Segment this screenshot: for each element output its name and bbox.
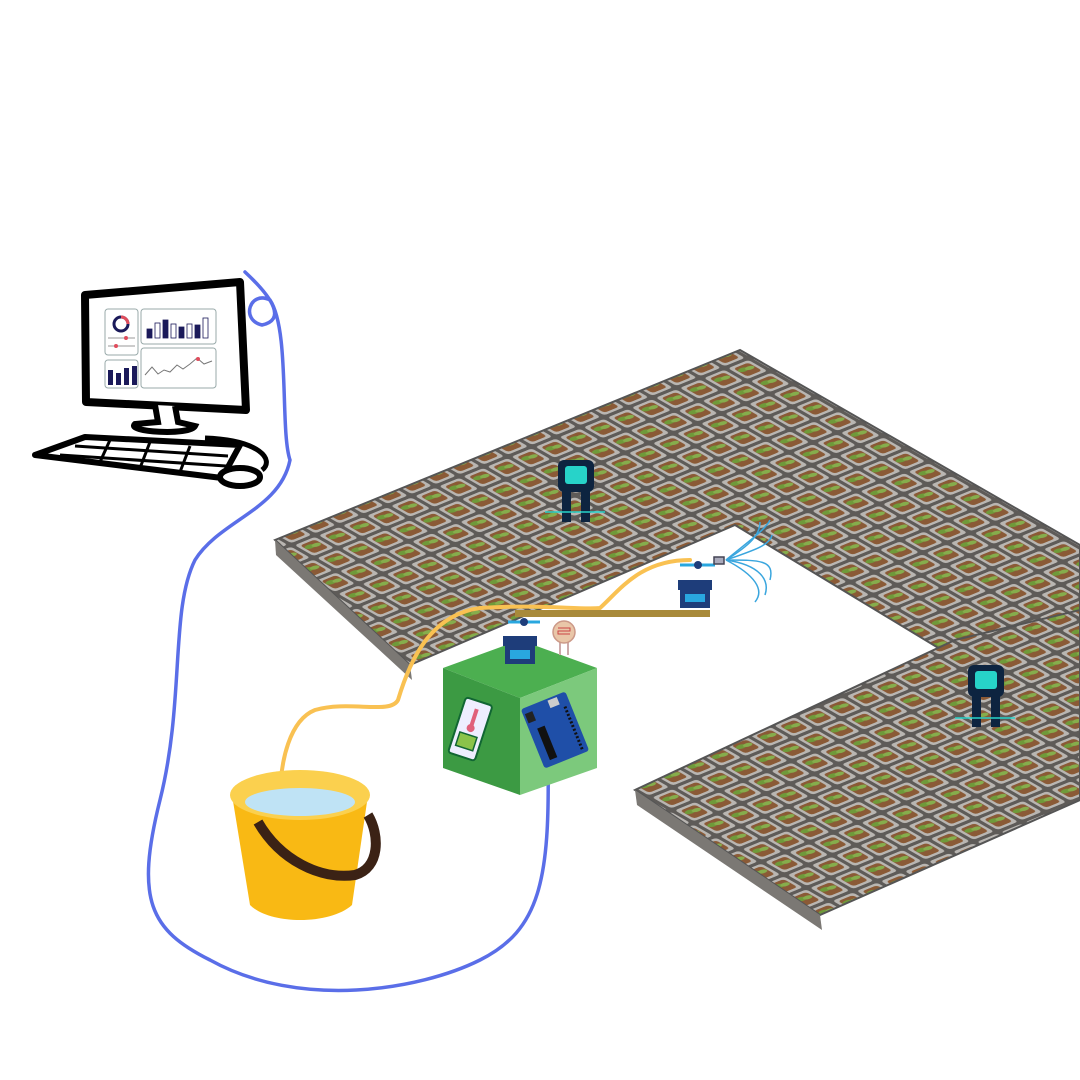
temperature-sensor-icon — [447, 696, 493, 762]
mouse-cable — [204, 435, 269, 472]
sprinkler-spray — [713, 519, 773, 603]
water-pipe — [278, 558, 692, 802]
mouse — [217, 465, 263, 489]
light-sensor — [552, 620, 576, 655]
data-cable — [146, 270, 551, 993]
keyboard — [32, 434, 243, 481]
seedling-tray-upper — [273, 348, 1080, 667]
servo-motor-box — [503, 618, 540, 664]
servo-motor-sprinkler — [678, 561, 715, 608]
controller-box — [443, 640, 597, 795]
seedling-trays — [273, 348, 1080, 930]
water-bucket — [230, 770, 381, 920]
arduino-board — [521, 692, 589, 768]
seedling-tray-lower-side — [635, 790, 822, 930]
soil-moisture-sensor-2 — [955, 665, 1015, 727]
bar-chart-icon — [146, 317, 209, 339]
seedling-tray-upper-side — [275, 540, 412, 680]
supply-rod — [515, 610, 710, 617]
level-bars-icon — [108, 366, 137, 385]
monitor-stand — [131, 404, 200, 435]
dashboard-screen — [104, 308, 216, 390]
soil-moisture-sensor-1 — [545, 460, 605, 522]
bucket-handle — [253, 812, 381, 881]
water-surface — [245, 788, 355, 816]
seedling-tray-lower — [632, 608, 1080, 917]
computer — [32, 278, 269, 489]
